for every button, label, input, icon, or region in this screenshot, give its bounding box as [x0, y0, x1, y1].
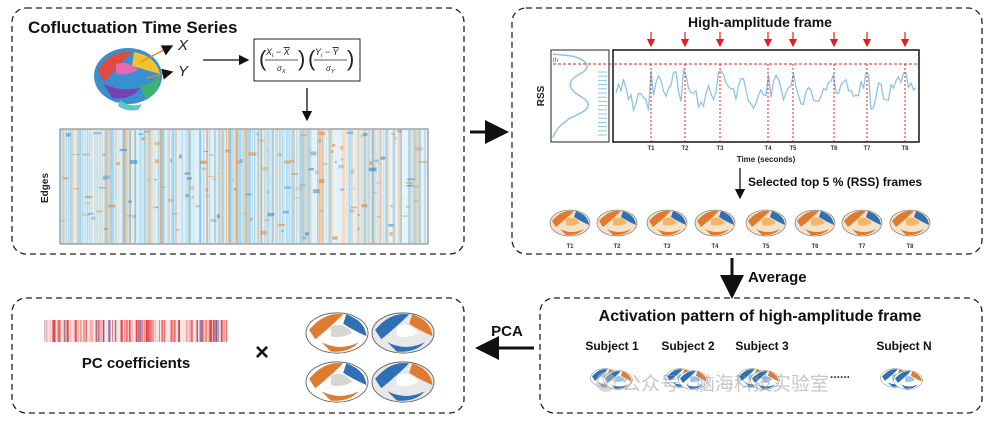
brain-surface-icon	[596, 209, 638, 237]
high-amplitude-title: High-amplitude frame	[688, 14, 832, 30]
zscore-product-formula: ( Xi − X σX ) ( Yi − Y σY )	[253, 38, 361, 82]
brain-surface-icon	[646, 209, 688, 237]
watermark-text: 公众号 · 脑海科技实验室	[622, 373, 829, 395]
heatmap-ylabel: Edges	[40, 173, 51, 203]
svg-text:th: th	[553, 58, 558, 64]
times-symbol: ×	[255, 339, 269, 366]
selected-frame-brains: T1 T2 T3 T4 T5 T6 T7 T8	[549, 209, 931, 250]
brain-frame-label: T7	[858, 244, 866, 250]
pc-coefficient-bar	[44, 320, 228, 342]
rss-axis-label: RSS	[536, 85, 547, 106]
svg-text:): )	[298, 46, 305, 71]
frame-tick-label: T2	[681, 146, 689, 152]
variable-y-label: Y	[178, 63, 189, 80]
svg-text:σX: σX	[277, 64, 286, 75]
svg-text:Xi − X: Xi − X	[265, 47, 291, 59]
rss-distribution: th	[550, 49, 612, 143]
brain-surface-icon	[305, 312, 369, 354]
activation-title: Activation pattern of high-amplitude fra…	[599, 308, 922, 325]
brain-surface-icon	[371, 361, 435, 403]
watermark: 公众号 · 脑海科技实验室	[596, 372, 829, 395]
svg-text:Yi − Y: Yi − Y	[315, 47, 339, 59]
pc-coefficients-label: PC coefficients	[82, 355, 190, 372]
brain-frame-label: T4	[711, 244, 719, 250]
subject-1-label: Subject 1	[585, 339, 639, 353]
brain-surface-icon	[305, 361, 369, 403]
edge-time-heatmap	[59, 128, 429, 245]
brain-parcellation-icon	[94, 48, 162, 111]
variable-x-label: X	[177, 37, 189, 54]
brain-frame-label: T1	[566, 244, 574, 250]
average-label: Average	[748, 269, 807, 286]
brain-surface-icon	[841, 209, 883, 237]
subject-3-label: Subject 3	[735, 339, 789, 353]
brain-surface-icon	[745, 209, 787, 237]
cofluctuation-panel: Cofluctuation Time Series X Y ( Xi − X σ…	[11, 7, 465, 255]
frame-tick-label: T1	[647, 146, 655, 152]
brain-surface-icon	[549, 209, 591, 237]
activation-panel: Activation pattern of high-amplitude fra…	[539, 297, 983, 414]
pca-component-brains	[305, 312, 435, 403]
subjects-ellipsis: ......	[830, 367, 850, 381]
svg-text:(: (	[308, 46, 316, 71]
brain-frame-label: T5	[762, 244, 770, 250]
brain-surface-icon	[694, 209, 736, 237]
brain-surface-icon	[750, 370, 780, 390]
brain-surface-icon	[893, 370, 923, 390]
brain-frame-label: T8	[906, 244, 914, 250]
brain-surface-icon	[889, 209, 931, 237]
pca-panel: PC coefficients ×	[11, 297, 465, 414]
frame-tick-label: T6	[830, 146, 838, 152]
brain-frame-label: T2	[613, 244, 621, 250]
frame-tick-label: T8	[901, 146, 909, 152]
frame-tick-label: T3	[716, 146, 724, 152]
svg-text:): )	[347, 46, 354, 71]
brain-surface-icon	[794, 209, 836, 237]
brain-frame-label: T3	[663, 244, 671, 250]
frame-tick-label: T5	[789, 146, 797, 152]
svg-text:(: (	[259, 46, 267, 71]
svg-text:σY: σY	[326, 64, 335, 75]
subject-n-label: Subject N	[876, 339, 931, 353]
rss-time-series: T1 T2 T3 T4 T5 T6 T7 T8	[612, 32, 920, 152]
frame-tick-label: T4	[764, 146, 772, 152]
pca-label: PCA	[491, 323, 523, 340]
brain-frame-label: T6	[811, 244, 819, 250]
brain-surface-icon	[678, 370, 708, 390]
cofluctuation-title: Cofluctuation Time Series	[28, 18, 237, 37]
selection-note: Selected top 5 % (RSS) frames	[748, 175, 922, 189]
subject-2-label: Subject 2	[661, 339, 715, 353]
brain-surface-icon	[371, 312, 435, 354]
frame-tick-label: T7	[863, 146, 871, 152]
time-axis-label: Time (seconds)	[737, 155, 796, 164]
